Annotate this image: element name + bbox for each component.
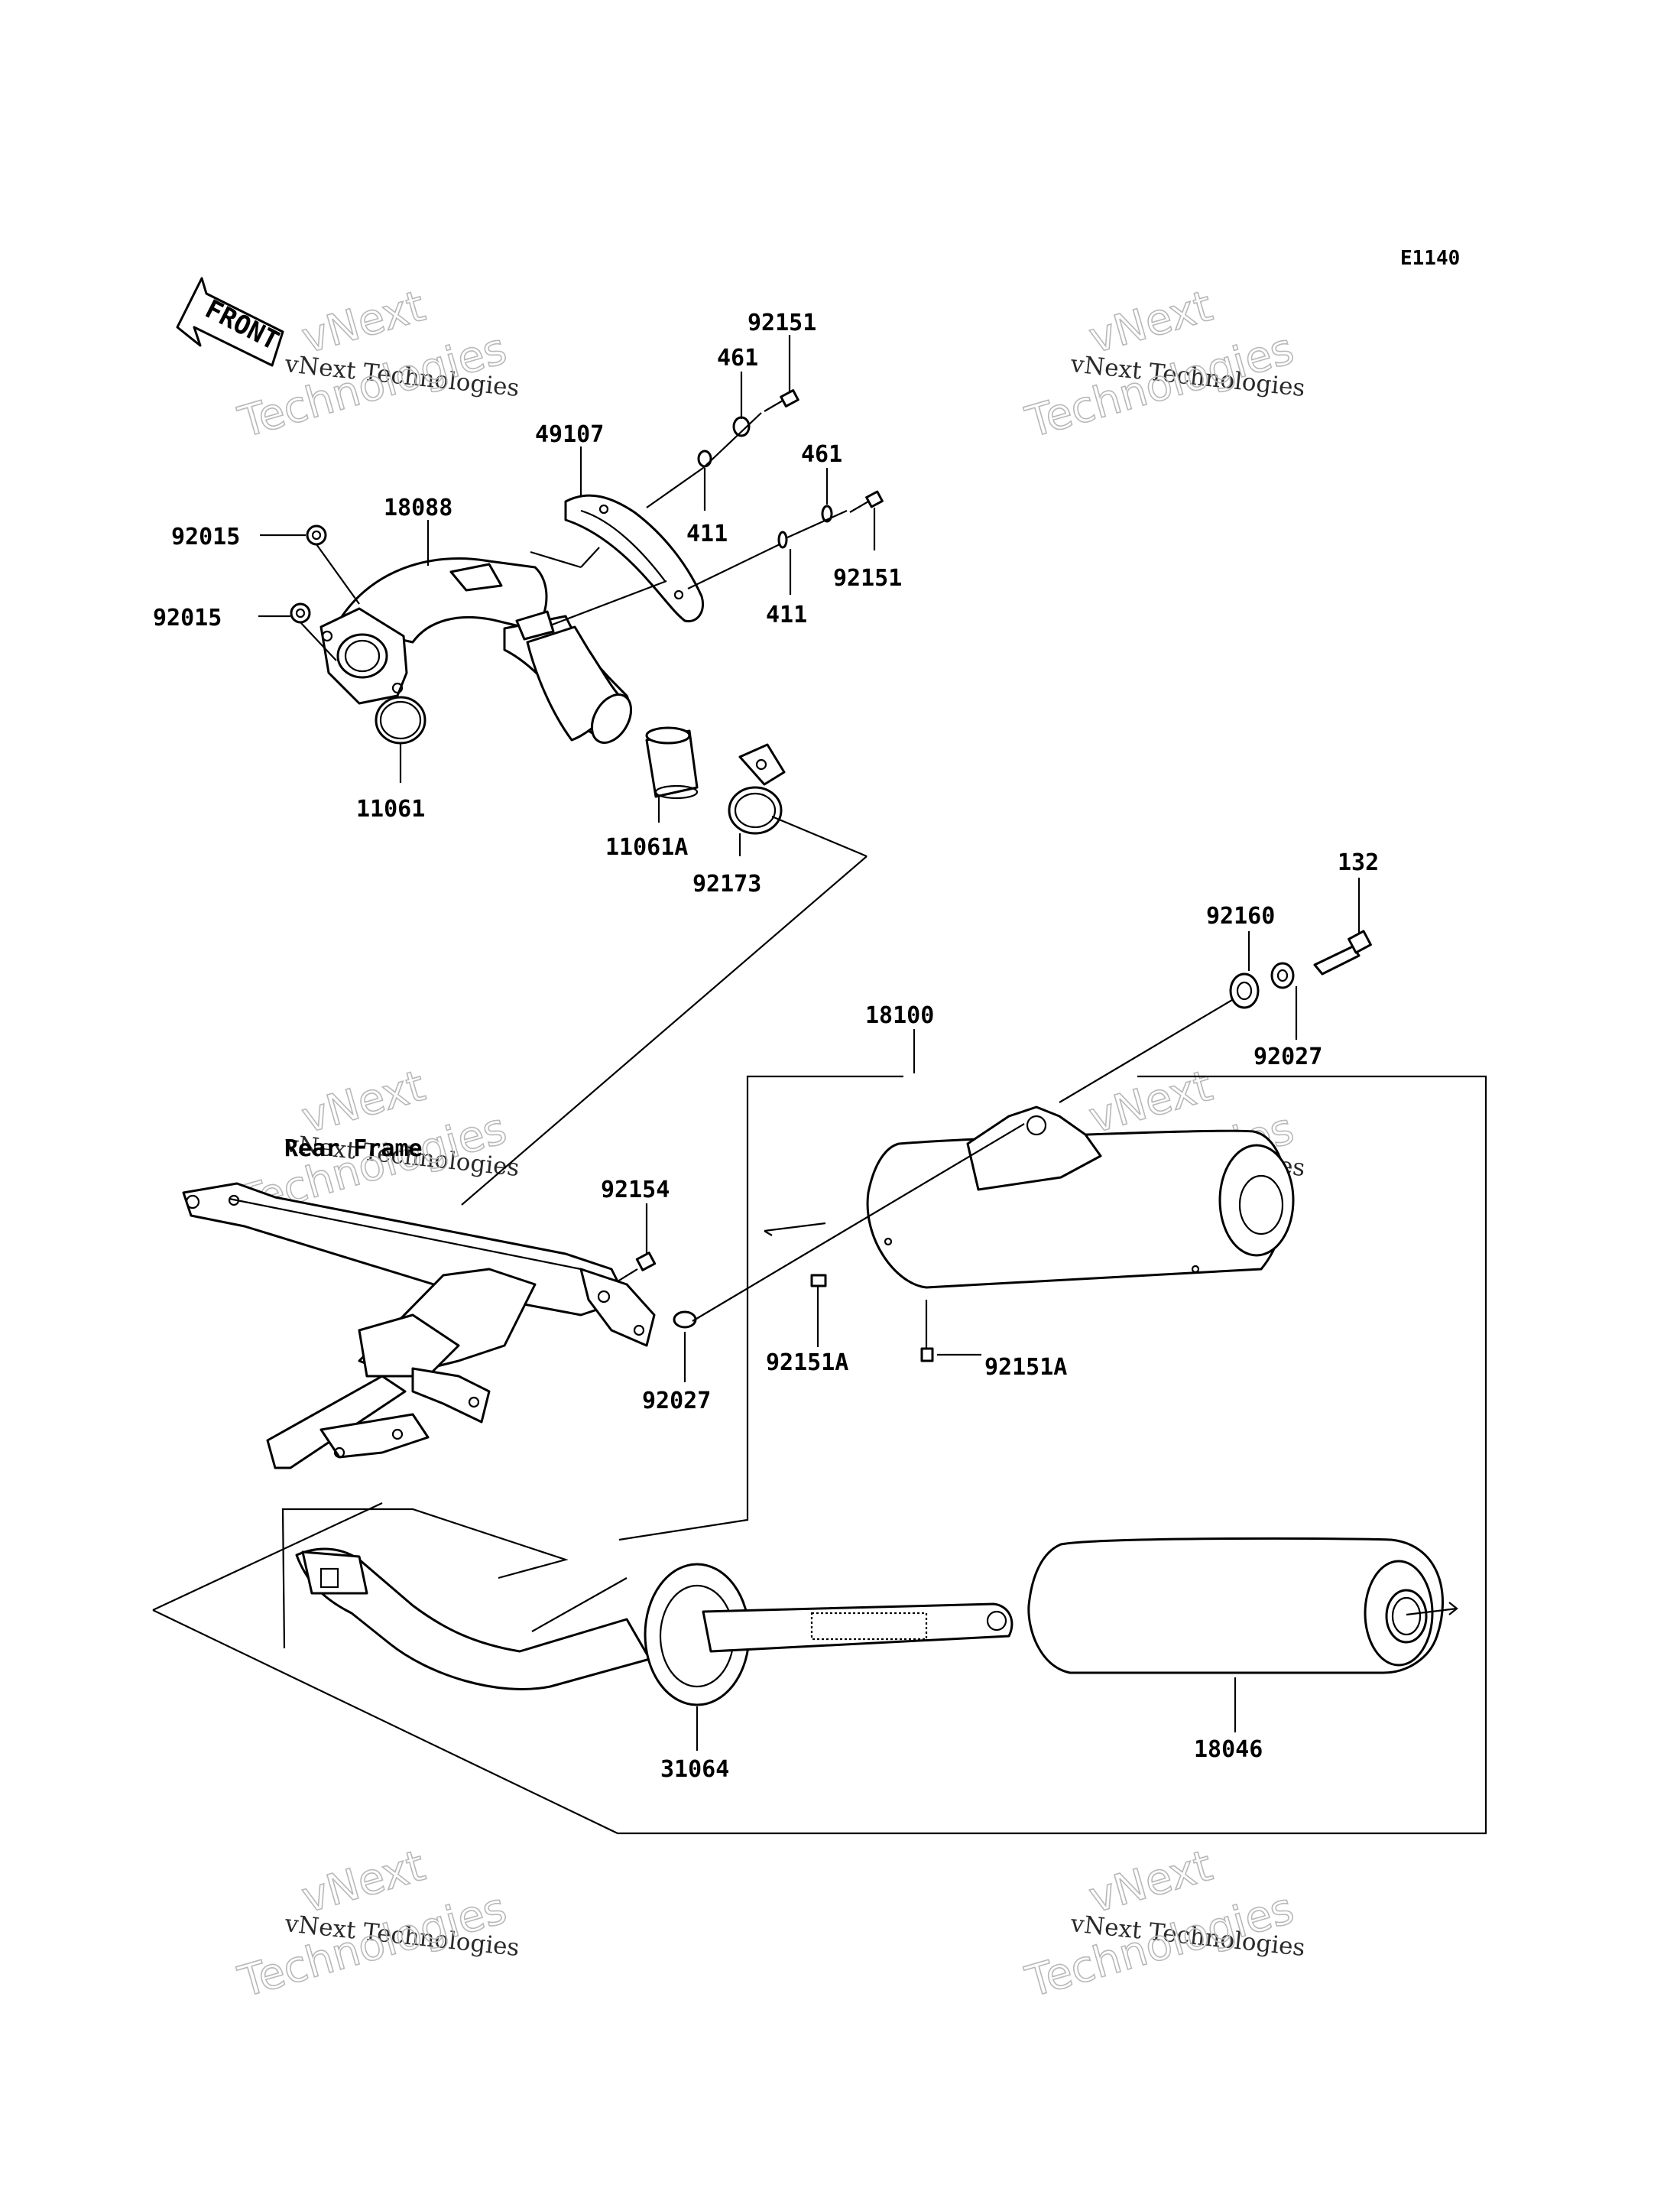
nut-92015 [290, 524, 327, 624]
part-label: 92015 [171, 524, 240, 550]
part-label: 461 [801, 441, 842, 468]
diagram-code: E1140 [1400, 247, 1460, 270]
exhaust-pipe [295, 1547, 651, 1690]
sleeve-11061A [645, 726, 699, 800]
part-label: 132 [1338, 849, 1379, 876]
part-label: 18046 [1194, 1736, 1263, 1763]
gasket-11061 [375, 696, 426, 745]
collar-92027 [673, 1310, 697, 1329]
part-label: 92151A [984, 1354, 1067, 1381]
grommet-92160 [1229, 972, 1260, 1009]
part-label: 411 [686, 521, 728, 547]
part-label: 11061A [605, 834, 688, 861]
rear-frame [182, 1182, 656, 1469]
part-label: 92154 [601, 1177, 670, 1203]
part-label: 18100 [865, 1002, 934, 1029]
tailpipe-31064 [644, 1563, 1014, 1706]
part-label: 11061 [356, 796, 425, 823]
part-label: 49107 [535, 421, 604, 448]
bolt-132 [1313, 930, 1372, 976]
muffler-body-18046 [1027, 1537, 1458, 1674]
washer-92027 [1270, 962, 1295, 989]
bolt-92151 [764, 389, 884, 513]
part-labels: 92151 461 49107 461 18088 92015 411 9215… [153, 310, 1379, 1783]
part-label: 31064 [660, 1756, 729, 1783]
part-label: 92027 [642, 1388, 711, 1414]
part-label: 92151A [766, 1349, 848, 1376]
bolt-92154 [617, 1252, 657, 1282]
muffler-box-outline [152, 1075, 1487, 1835]
washer-461 [732, 416, 833, 523]
muffler-assembly-18100 [866, 1105, 1295, 1289]
clamp-92173 [728, 743, 786, 835]
rear-frame-label: Rear Frame [284, 1135, 423, 1162]
leader-lines-lower [645, 878, 1361, 1751]
part-label: 18088 [384, 495, 452, 521]
heat-guard-49107 [564, 494, 704, 623]
bolt-92151A [810, 1274, 934, 1362]
part-label: 92015 [153, 605, 222, 631]
header-pipe [319, 557, 633, 744]
part-label: 92151 [833, 565, 902, 592]
front-arrow-icon: FRONT [176, 277, 284, 367]
part-label: 411 [766, 602, 807, 628]
part-label: 92151 [748, 310, 816, 336]
leader-lines [258, 335, 876, 1206]
part-label: 461 [717, 345, 758, 372]
part-label: 92173 [692, 871, 761, 898]
part-label: 92027 [1254, 1044, 1322, 1070]
part-label: 92160 [1206, 903, 1275, 930]
